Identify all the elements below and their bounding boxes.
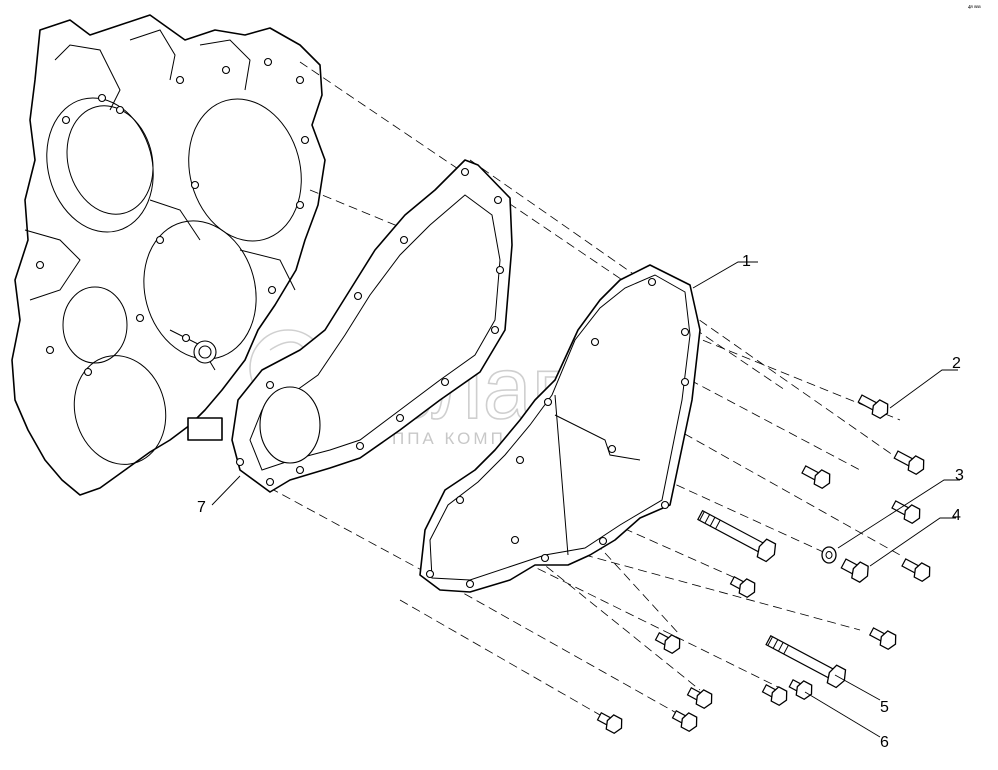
bolt-low-b [686,687,713,710]
bolt-2b [893,450,925,476]
bolt-low-f [596,712,623,735]
long-bolt-part-5 [765,634,847,689]
bolt-2c [801,465,831,490]
bolt-2d [891,500,921,525]
callout-labels: 1 2 3 4 5 6 7 [197,253,964,751]
washer-part-3 [821,546,837,564]
bolt-mid-b [868,627,897,651]
gasket-part-7 [231,159,513,493]
bolt-low-d [788,678,813,701]
cover-plate-part-1 [419,264,701,593]
leader-lines [211,261,960,738]
bolt-2a [857,394,889,420]
long-bolt-upper [697,509,777,563]
callout-2: 2 [952,355,961,372]
callout-7: 7 [197,499,206,516]
bolt-mid-a [729,576,756,599]
callout-1: 1 [742,253,751,270]
bolt-low-c [761,684,788,707]
callout-6: 6 [880,734,889,751]
engine-block-housing [11,14,326,496]
callout-4: 4 [952,507,961,524]
bolt-low-a [654,632,681,655]
bolt-4b [901,558,931,583]
bolt-low-e [671,710,698,733]
callout-3: 3 [955,467,964,484]
callout-5: 5 [880,699,889,716]
bolts [596,394,931,735]
corner-mark: 4ᴿ ᴮᴮᴮ [968,5,981,11]
bolt-4a [840,558,869,583]
